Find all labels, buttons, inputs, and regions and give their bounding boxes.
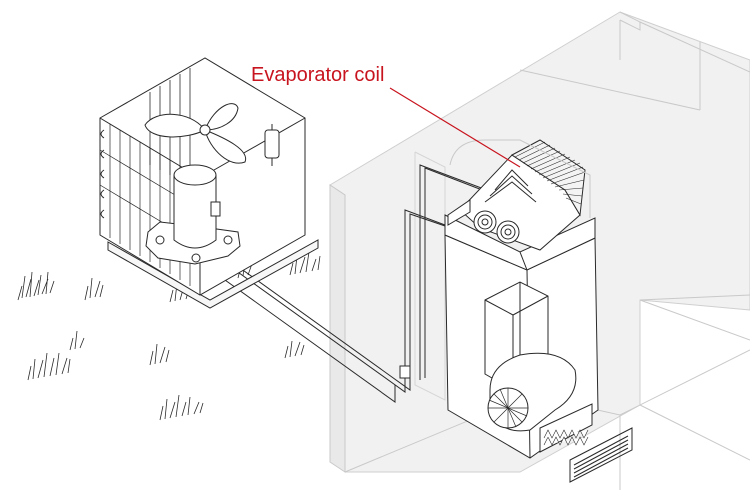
evaporator-coil xyxy=(447,139,586,251)
condenser-fan xyxy=(144,103,247,164)
evaporator-coil-label: Evaporator coil xyxy=(251,64,385,86)
indoor-air-handler xyxy=(444,139,599,459)
blower xyxy=(484,281,577,432)
outdoor-condenser-unit xyxy=(99,57,319,309)
evaporator-coil-leader-line xyxy=(389,87,521,168)
floor-register xyxy=(569,427,633,483)
receiver xyxy=(264,124,280,166)
compressor xyxy=(145,164,241,265)
air-filter xyxy=(539,403,593,453)
